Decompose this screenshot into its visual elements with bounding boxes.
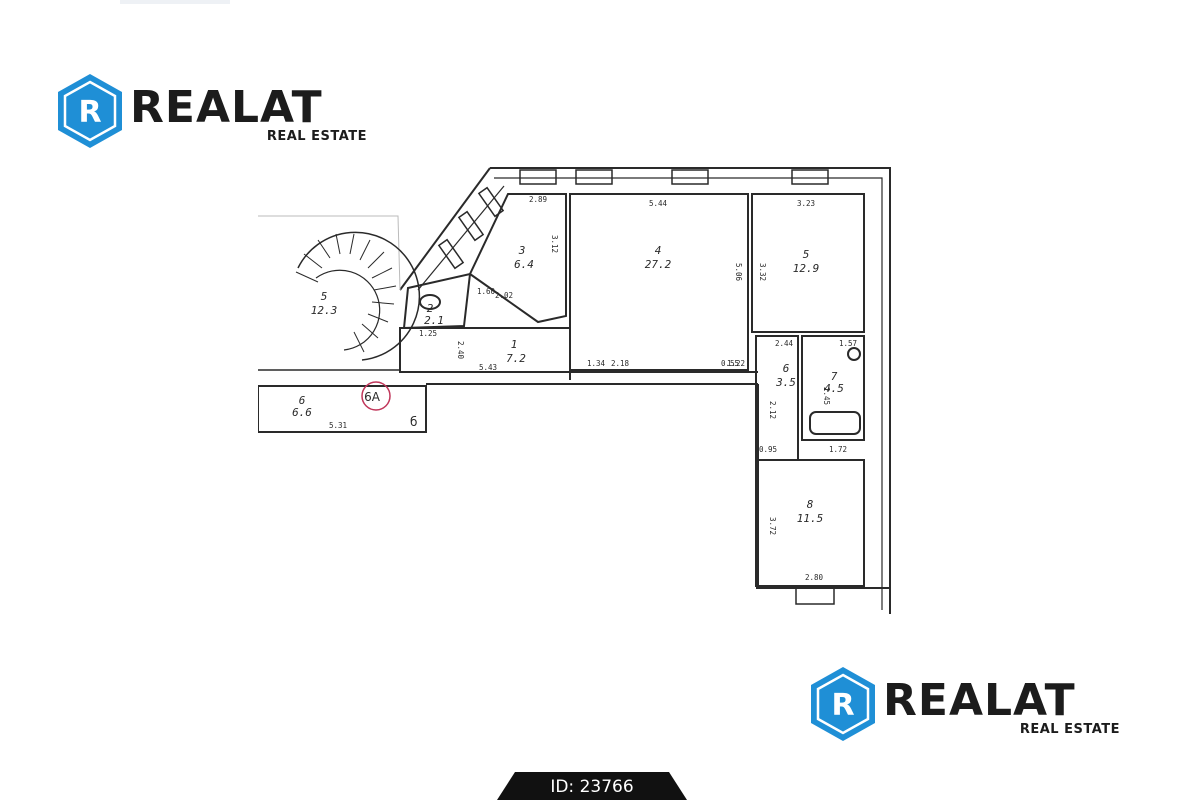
dim-label: 5.31 (329, 421, 347, 430)
room-area-7: 4.5 (824, 382, 844, 395)
room-area-2: 2.1 (424, 314, 444, 327)
dim-label: 3.32 (758, 263, 767, 281)
bathtub-7 (809, 411, 861, 435)
dim-label: 2.02 (495, 291, 513, 300)
outer-wall-inner (494, 177, 883, 610)
room-area-4: 27.2 (645, 258, 672, 271)
room-area-8: 11.5 (797, 512, 824, 525)
diagonal-wall (399, 167, 491, 291)
room-label-5: 5 (803, 248, 810, 261)
room-label-2: 2 (427, 302, 434, 315)
room-label-3: 3 (518, 244, 526, 257)
dim-label: 3.12 (550, 235, 559, 253)
room-7-outline (801, 335, 865, 441)
listing-id-tab: ID: 23766 (497, 772, 687, 800)
brand-subtitle: REAL ESTATE (266, 129, 367, 144)
dim-label: 5.44 (649, 199, 668, 208)
logo-letter: R (831, 688, 854, 723)
room-8-outline (755, 459, 865, 587)
dim-label: 2.40 (456, 341, 465, 360)
room-area-6-left: 6.6 (292, 406, 312, 419)
realat-logo-bottom: R REALAT REAL ESTATE (808, 665, 1120, 743)
room-label-1: 1 (511, 338, 518, 351)
room-4-outline (569, 193, 749, 371)
room-area-5: 12.9 (793, 262, 820, 275)
room-label-7: 7 (831, 370, 838, 383)
stamp-circle (361, 381, 391, 411)
room-area-3: 6.4 (514, 258, 534, 271)
room-label-6-left: 6 (299, 394, 306, 407)
dim-label: 3.72 (768, 517, 777, 535)
realat-hexagon-icon: R (58, 74, 122, 148)
brand-word: REALAT (883, 675, 1076, 726)
dim-label: 1.34 (587, 359, 606, 368)
dim-label: 1.72 (829, 445, 847, 454)
room-5-right-outline (751, 193, 865, 333)
room-area-1: 7.2 (506, 352, 526, 365)
stair-hall-walls (258, 215, 401, 291)
brand-word: REALAT (130, 82, 323, 133)
diagonal-wall-inner (417, 185, 505, 291)
dim-label: 2.12 (768, 401, 777, 419)
dim-label: 3.23 (797, 199, 815, 208)
dim-label: 5.43 (479, 363, 497, 372)
realat-hexagon-icon: R (811, 667, 875, 741)
dim-label: 2.89 (529, 195, 547, 204)
room-label-6: 6 (783, 362, 790, 375)
realat-logo-top: R REALAT REAL ESTATE (55, 72, 367, 150)
dim-label: 1.22 (727, 359, 745, 368)
room-area-5-stair: 12.3 (311, 304, 338, 317)
dim-label: 2.44 (775, 339, 794, 348)
spiral-stair-inner (315, 269, 381, 351)
room-area-6: 3.5 (775, 376, 796, 389)
top-edge-strip (120, 0, 230, 4)
room-3-outline (468, 193, 567, 324)
room-2-outline (402, 272, 472, 330)
logo-letter: R (78, 95, 101, 130)
room-label-8: 8 (807, 498, 814, 511)
stamp-letter: б (410, 415, 417, 429)
dim-label: 0.95 (759, 445, 777, 454)
dim-label: 5.06 (734, 263, 743, 282)
room-6-left-outline (258, 385, 427, 433)
brand-subtitle: REAL ESTATE (1019, 722, 1120, 737)
dim-label: 2.80 (805, 573, 824, 582)
stamp-label: 6А (364, 390, 381, 404)
toilet-2 (419, 294, 441, 310)
dim-label: 2.45 (822, 387, 831, 405)
floor-plan: 5 12.3 2 2.1 3 6.4 4 27.2 5 12.9 1 7.2 6… (258, 167, 891, 614)
dim-label: 2.18 (611, 359, 630, 368)
dim-label: 0.55 (721, 359, 739, 368)
spiral-stair (297, 231, 421, 361)
id-tab-shape (497, 772, 687, 800)
room-6-outline (755, 335, 799, 461)
room-label-5-stair: 5 (321, 290, 328, 303)
dim-label: 1.57 (839, 339, 857, 348)
dim-label: 1.25 (419, 329, 437, 338)
outer-wall (490, 167, 891, 614)
listing-id-text: ID: 23766 (550, 777, 634, 797)
sink-7 (847, 347, 861, 361)
room-label-4: 4 (655, 244, 662, 257)
dim-label: 1.60 (477, 287, 496, 296)
